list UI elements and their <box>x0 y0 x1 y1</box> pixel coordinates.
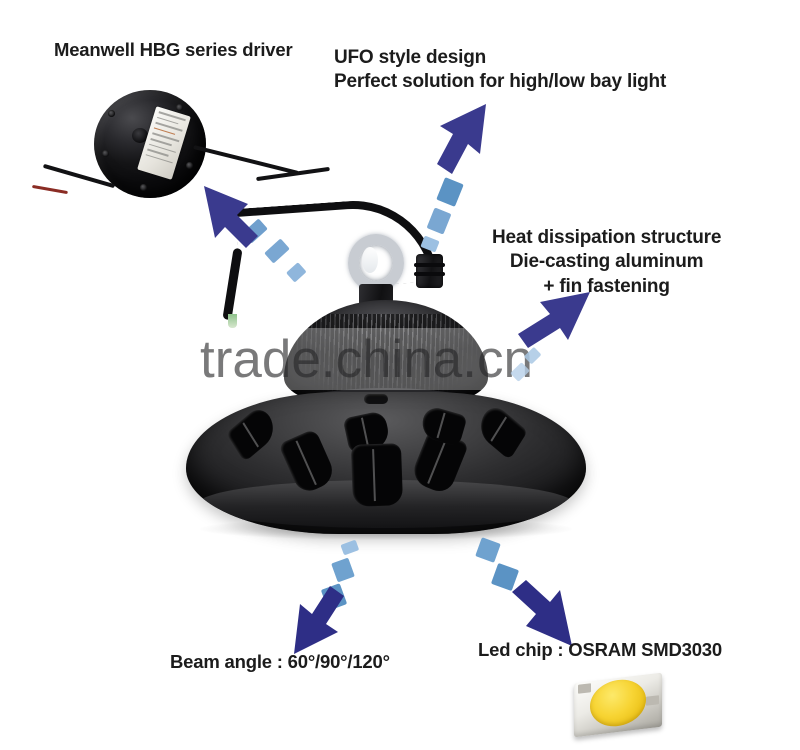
callout-heat: Heat dissipation structure Die-casting a… <box>492 227 722 297</box>
arrow-to-heat <box>498 288 608 398</box>
callout-led-chip: Led chip : OSRAM SMD3030 <box>478 639 722 660</box>
fixture-image <box>176 195 596 540</box>
callout-beam-angle: Beam angle : 60°/90°/120° <box>170 651 390 672</box>
lens-pocket <box>350 443 404 507</box>
driver-image <box>32 88 330 204</box>
arrow-to-ufo <box>408 98 518 258</box>
driver-screw <box>108 110 115 117</box>
driver-wire-output <box>193 144 299 176</box>
cable-gland <box>414 254 445 288</box>
callout-driver: Meanwell HBG series driver <box>54 39 293 60</box>
driver-screw <box>102 150 109 157</box>
led-chip-image <box>572 672 666 738</box>
driver-wire-red <box>32 184 68 194</box>
lens-pocket <box>226 403 280 463</box>
power-cable-tip <box>228 314 237 328</box>
arrow-to-beam <box>278 538 388 658</box>
driver-screw <box>186 162 193 169</box>
chip-pad <box>578 683 591 694</box>
arrow-to-led <box>468 534 588 654</box>
driver-screw <box>176 104 183 111</box>
lens-pocket <box>474 401 528 461</box>
arrow-to-driver <box>196 178 326 308</box>
callout-ufo: UFO style design Perfect solution for hi… <box>334 47 667 93</box>
driver-screw <box>140 184 147 191</box>
driver-center-boss <box>132 128 148 143</box>
chip-pad <box>646 695 659 706</box>
center-screw-pocket <box>364 394 388 404</box>
die-cast-housing <box>186 392 586 534</box>
